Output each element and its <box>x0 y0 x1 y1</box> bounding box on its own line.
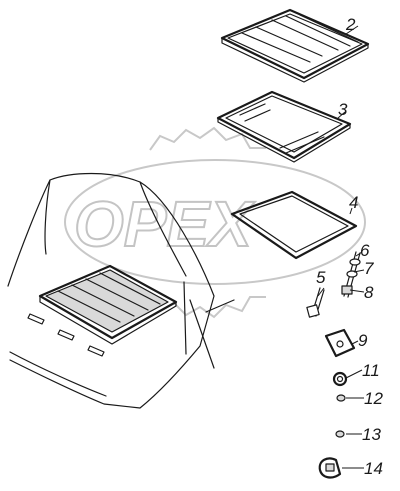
callout-4: 4 <box>349 193 358 212</box>
bolt-part[interactable] <box>306 287 325 318</box>
callout-9: 9 <box>358 331 368 350</box>
seal-frame-part[interactable] <box>230 190 358 260</box>
leader-lines <box>317 25 365 469</box>
callout-8: 8 <box>364 283 374 302</box>
screw-part-13[interactable] <box>335 430 345 438</box>
callout-6: 6 <box>360 241 370 260</box>
callout-2: 2 <box>345 15 356 34</box>
inner-panel-part[interactable] <box>216 90 352 163</box>
cab-roof-body <box>7 172 235 409</box>
callout-11: 11 <box>362 361 380 380</box>
callout-3: 3 <box>338 100 348 119</box>
screw-part-12[interactable] <box>336 394 346 402</box>
stud-assembly-part[interactable] <box>341 251 361 298</box>
hatch-lid-part[interactable] <box>220 8 370 83</box>
callout-5: 5 <box>316 268 326 287</box>
callout-14: 14 <box>364 459 383 478</box>
watermark-text: OPEX <box>74 188 255 260</box>
callout-13: 13 <box>362 425 381 444</box>
nut-part[interactable] <box>332 371 348 387</box>
watermark-logo: OPEX <box>64 126 366 319</box>
bracket-plate-part[interactable] <box>324 328 356 358</box>
callout-labels: 2 3 4 5 6 7 8 9 11 12 13 14 <box>316 15 383 478</box>
callout-7: 7 <box>364 259 374 278</box>
clip-part[interactable] <box>318 457 342 479</box>
callout-12: 12 <box>364 389 383 408</box>
